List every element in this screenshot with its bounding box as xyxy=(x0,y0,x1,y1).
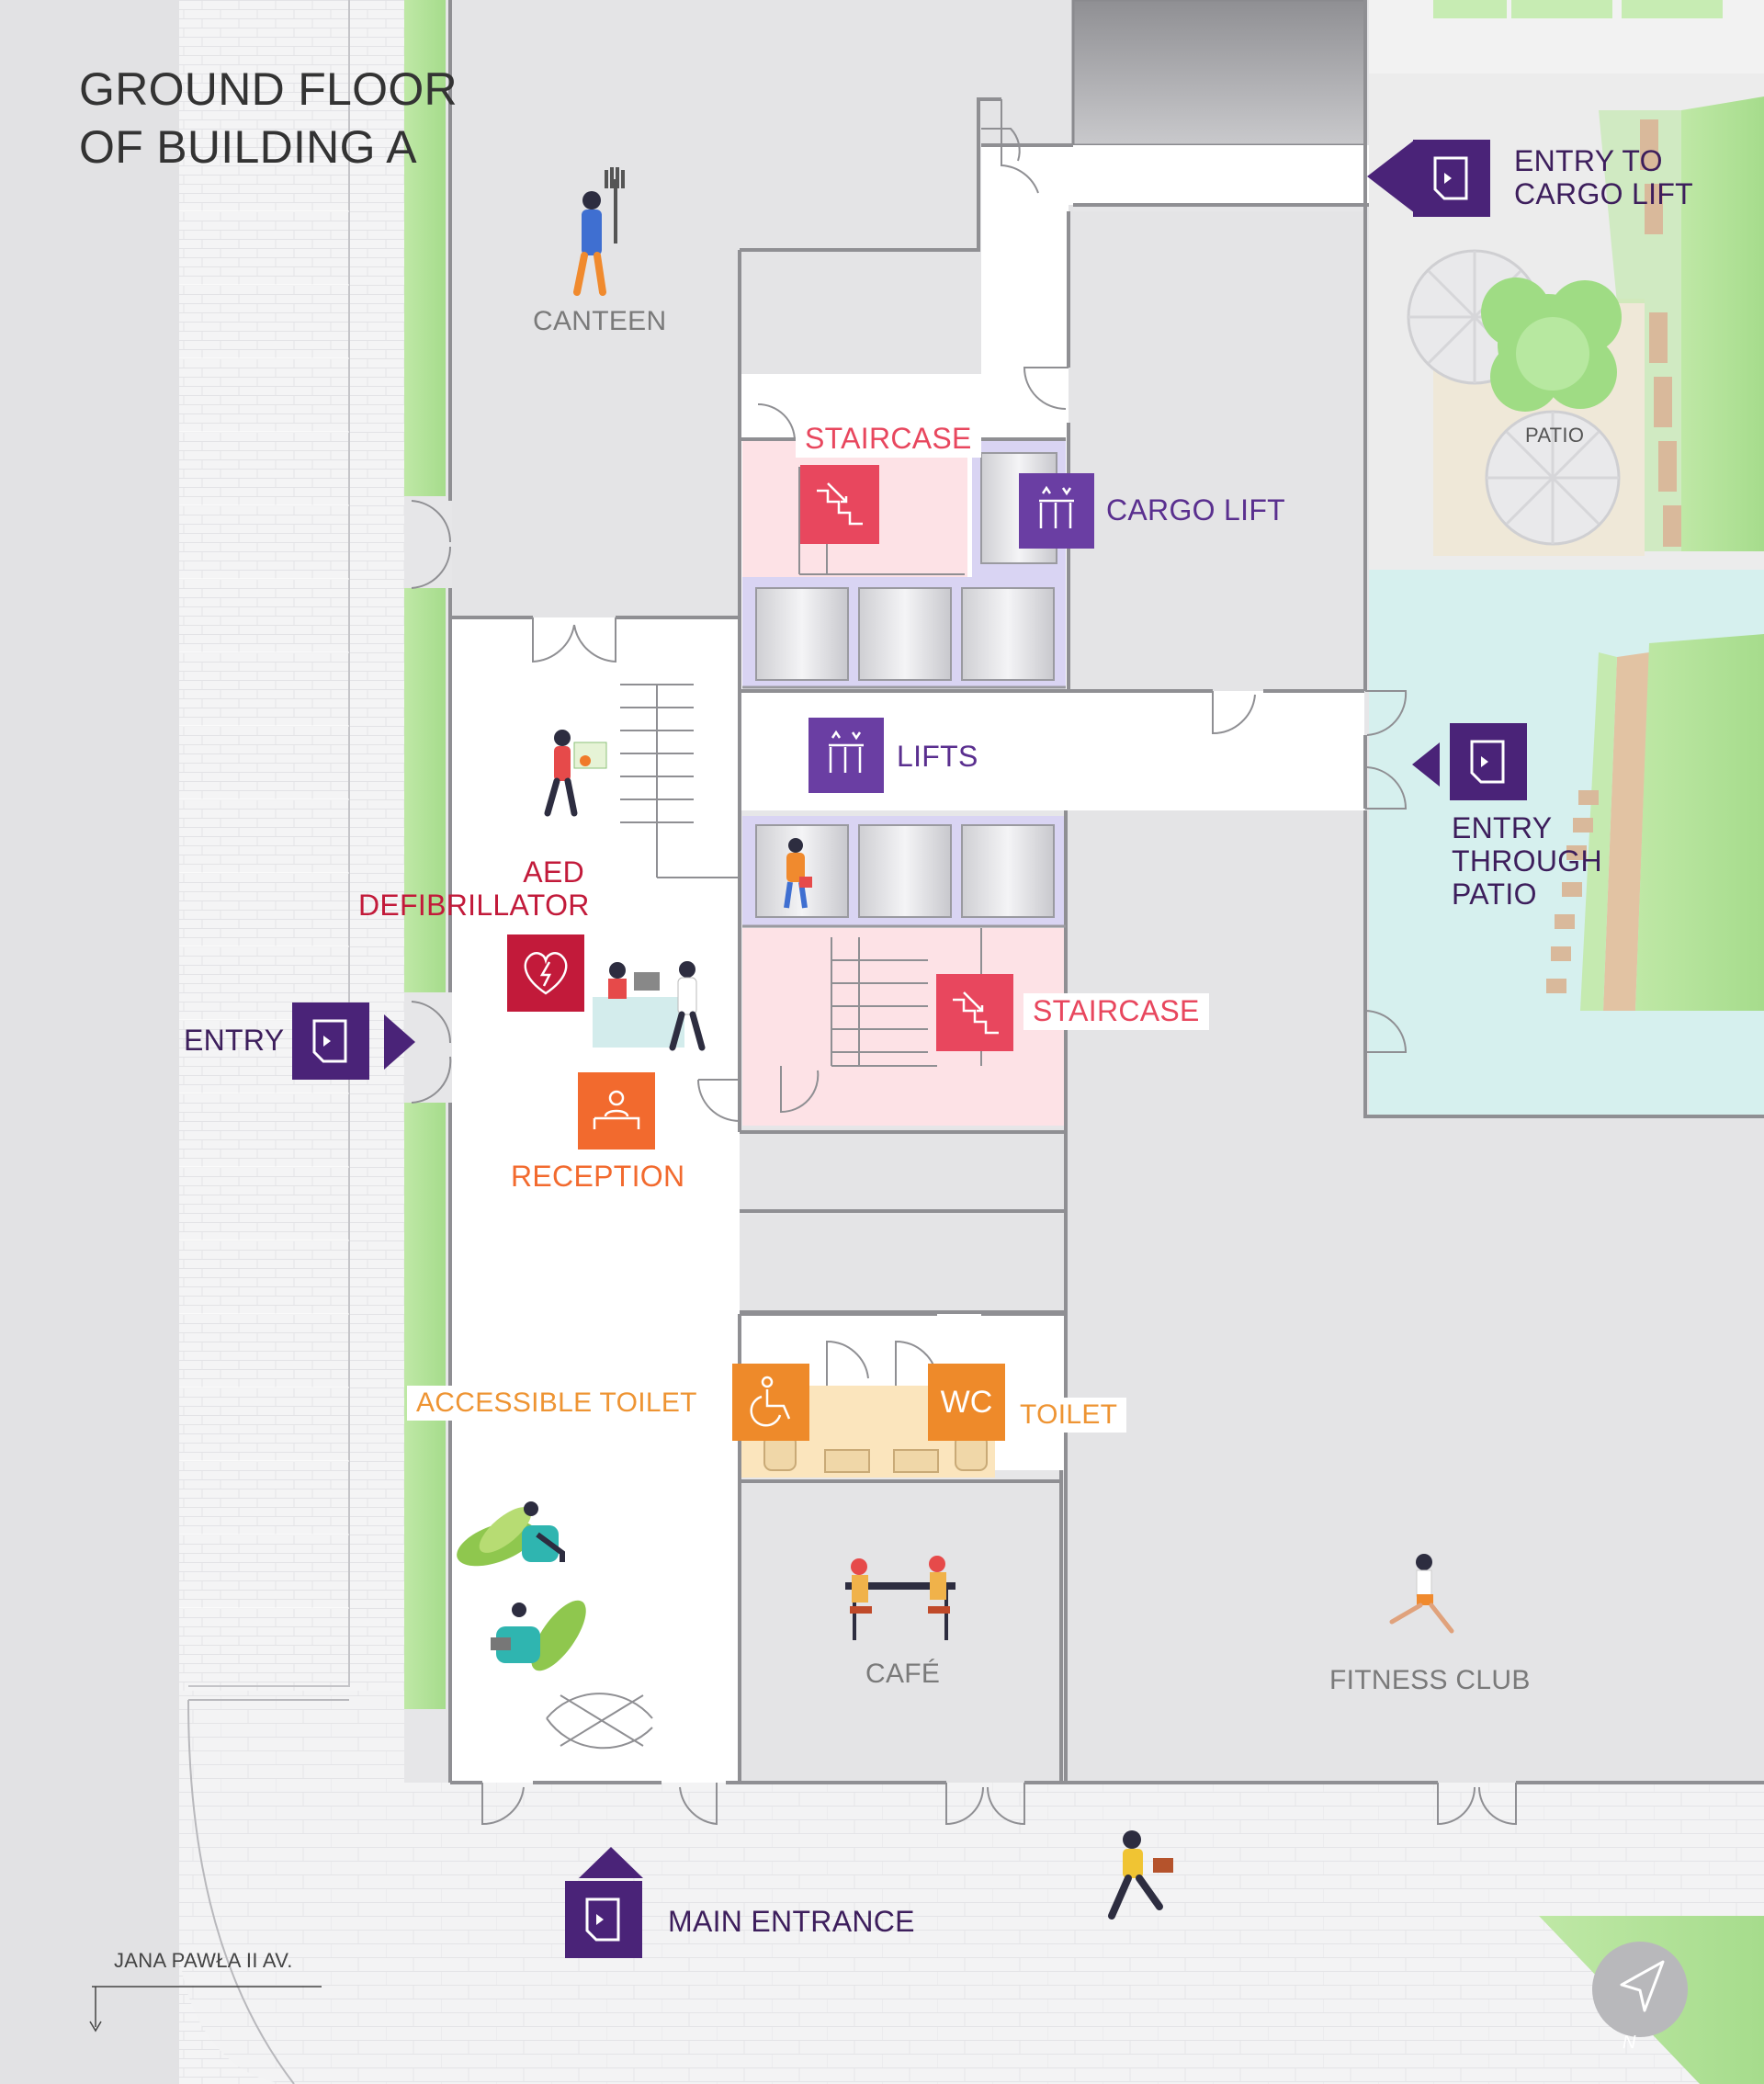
label-aed-defibrillator: AED DEFIBRILLATOR xyxy=(358,855,590,923)
aed-line-2: DEFIBRILLATOR xyxy=(358,888,590,922)
aed-figure xyxy=(544,730,607,817)
walking-man-figure xyxy=(1108,1830,1173,1920)
page-title: GROUND FLOOR OF BUILDING A xyxy=(79,61,458,176)
entry-door-icon xyxy=(1413,140,1490,217)
arrow-up-icon xyxy=(579,1847,643,1878)
title-line-1: GROUND FLOOR xyxy=(79,63,458,115)
label-entry-west: ENTRY xyxy=(184,1024,285,1057)
wc-icon: WC xyxy=(928,1364,1005,1441)
lift-passenger-figure xyxy=(784,838,812,909)
staircase-icon xyxy=(936,974,1013,1051)
street-name: JANA PAWŁA II AV. xyxy=(114,1949,293,1972)
entry-cargo-line-1: ENTRY TO xyxy=(1514,144,1663,177)
cafe-figures xyxy=(845,1556,956,1640)
entry-door-icon xyxy=(1450,723,1527,800)
label-reception: RECEPTION xyxy=(511,1160,685,1193)
label-staircase-bottom: STAIRCASE xyxy=(1023,993,1209,1030)
label-entry-through-patio: ENTRY THROUGH PATIO xyxy=(1452,811,1602,911)
title-line-2: OF BUILDING A xyxy=(79,120,417,173)
canteen-figure xyxy=(573,167,625,296)
compass-icon xyxy=(1592,1942,1688,2037)
room-label-patio: PATIO xyxy=(1525,424,1585,447)
label-main-entrance: MAIN ENTRANCE xyxy=(668,1905,915,1938)
label-lifts: LIFTS xyxy=(897,740,978,773)
arrow-left-icon xyxy=(1412,742,1440,787)
entry-patio-line-2: THROUGH xyxy=(1452,844,1602,878)
arrow-left-icon xyxy=(1367,140,1415,213)
runner-figure xyxy=(1389,1554,1454,1634)
wheelchair-icon xyxy=(732,1364,809,1441)
lift-icon xyxy=(1019,473,1094,549)
label-accessible-toilet: ACCESSIBLE TOILET xyxy=(407,1386,707,1421)
entry-cargo-line-2: CARGO LIFT xyxy=(1514,176,1694,210)
entry-door-icon xyxy=(565,1881,642,1958)
room-label-cafe: CAFÉ xyxy=(865,1659,941,1689)
reception-desk-icon xyxy=(578,1072,655,1150)
room-label-fitness-club: FITNESS CLUB xyxy=(1329,1665,1531,1695)
label-toilet: TOILET xyxy=(1011,1398,1127,1433)
arrow-right-icon xyxy=(384,1014,415,1070)
label-staircase-top: STAIRCASE xyxy=(796,421,981,458)
room-label-canteen: CANTEEN xyxy=(533,306,667,336)
entry-patio-line-1: ENTRY xyxy=(1452,811,1553,844)
reception-desk-figure xyxy=(593,961,706,1051)
aed-heart-icon xyxy=(507,934,584,1012)
lounge-figures xyxy=(457,1501,586,1671)
staircase-icon xyxy=(800,465,879,544)
compass-north-label: N xyxy=(1623,2033,1636,2053)
label-entry-cargo-lift: ENTRY TO CARGO LIFT xyxy=(1514,144,1694,211)
entry-door-icon xyxy=(292,1002,369,1080)
label-cargo-lift: CARGO LIFT xyxy=(1106,493,1286,527)
entry-patio-line-3: PATIO xyxy=(1452,877,1537,911)
aed-line-1: AED xyxy=(523,855,584,889)
lift-icon xyxy=(808,718,884,793)
